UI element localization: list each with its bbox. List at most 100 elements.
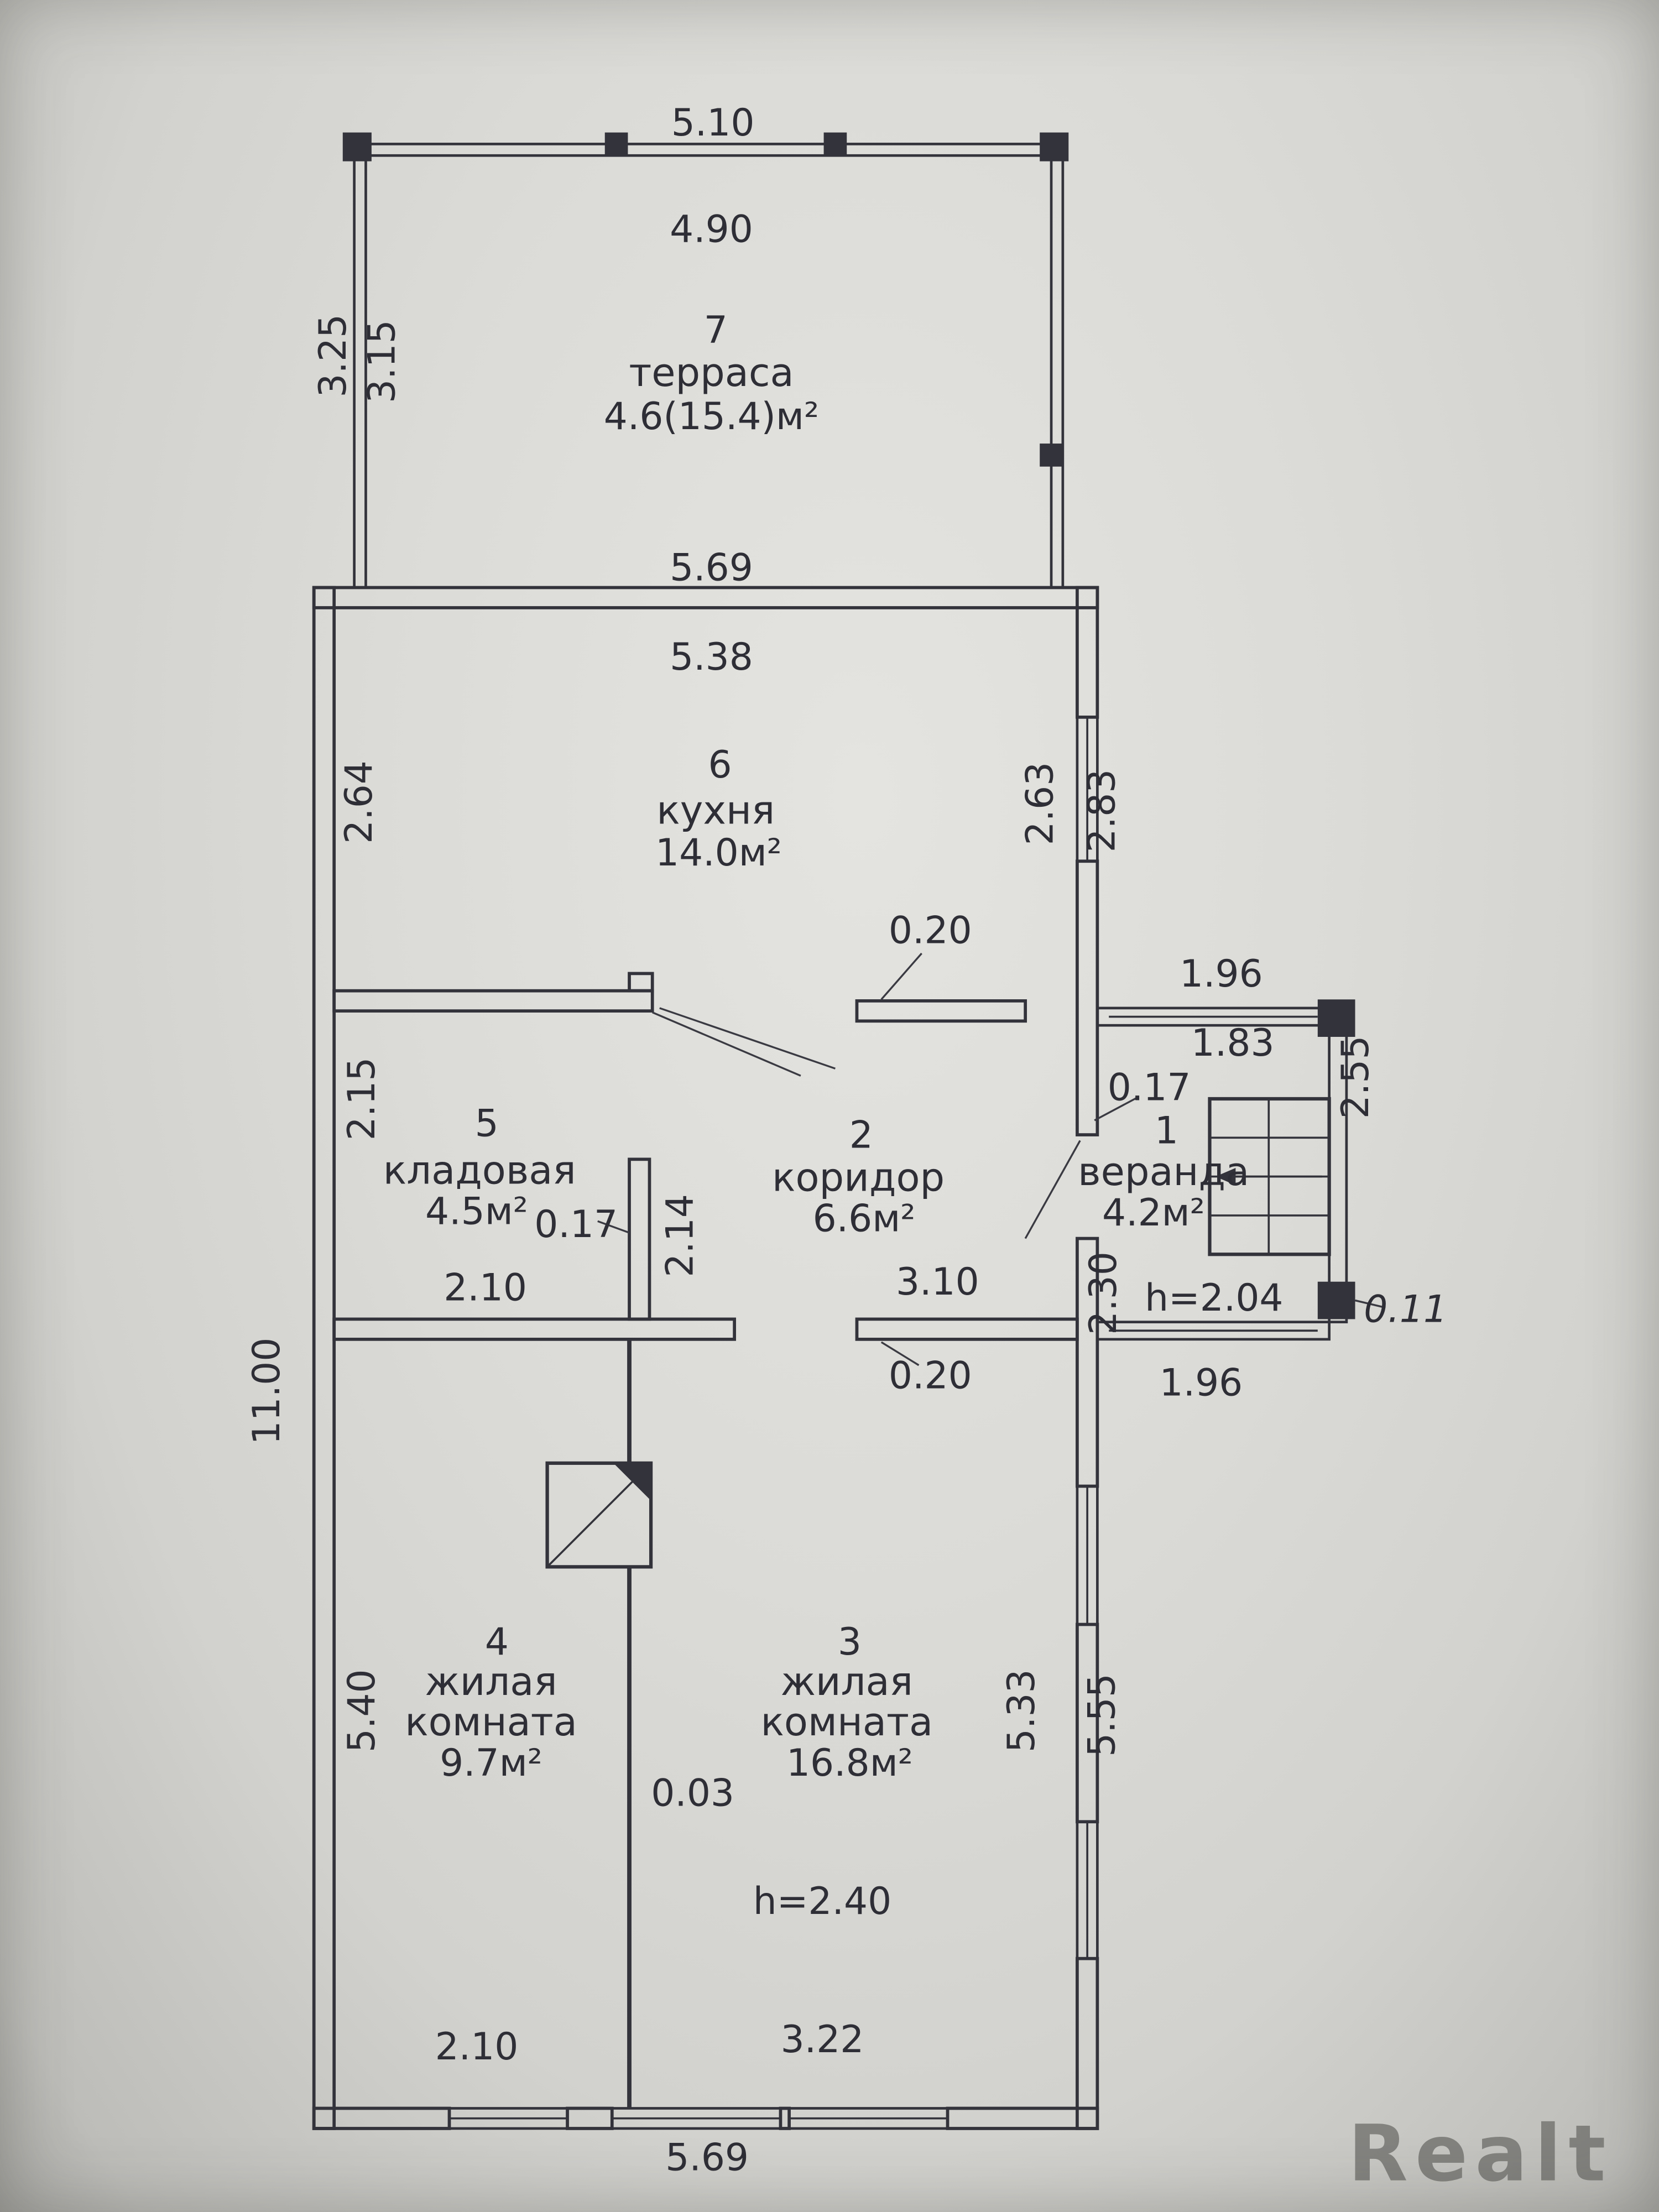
dim-kitchen-wall-thickness: 0.20 <box>889 909 972 952</box>
dimension-labels-vertical: 3.25 3.15 2.64 2.63 2.83 2.55 2.15 2.14 … <box>244 314 1377 1757</box>
terrace-structure <box>342 132 1069 589</box>
veranda-structure <box>1024 999 1355 1341</box>
wall-right-segment <box>1076 1957 1099 2130</box>
room3-number: 3 <box>838 1620 862 1663</box>
terrace-area: 4.6(15.4)м² <box>604 394 819 438</box>
stove-symbol <box>545 1461 653 1569</box>
storage-corridor-wall <box>628 1157 651 1321</box>
wall-left <box>312 586 336 2130</box>
dim-room3-right-outer: 5.55 <box>1080 1673 1124 1757</box>
corridor-name: коридор <box>772 1155 945 1201</box>
veranda-stairs <box>1208 1097 1331 1256</box>
dim-rooms-ceiling-height: h=2.40 <box>753 1879 891 1923</box>
realt-watermark: Realt <box>1348 2109 1613 2199</box>
room4-number: 4 <box>485 1620 509 1663</box>
dim-room4-width-bottom: 2.10 <box>435 2025 519 2068</box>
wall-top <box>312 586 1099 609</box>
veranda-door-leaf <box>1024 1140 1081 1239</box>
room-labels: 7 терраса 4.6(15.4)м² 6 кухня 14.0м² 5 к… <box>383 308 1249 1785</box>
terrace-number: 7 <box>704 308 728 352</box>
storage-number: 5 <box>475 1102 499 1145</box>
dim-kitchen-right-inner: 2.63 <box>1018 762 1062 846</box>
leader-line <box>880 952 922 1000</box>
kitchen-area: 14.0м² <box>655 831 782 874</box>
dim-veranda-width-bottom: 1.96 <box>1160 1360 1243 1404</box>
dim-kitchen-width: 5.38 <box>670 635 753 679</box>
leader-line <box>1355 1299 1386 1309</box>
terrace-post-icon <box>1040 444 1063 467</box>
dim-storage-width-bottom: 2.10 <box>444 1266 527 1310</box>
dim-kitchen-right-outer: 2.83 <box>1080 769 1124 853</box>
dim-house-width-bottom: 5.69 <box>665 2135 749 2179</box>
interior-walls <box>332 972 1079 2109</box>
leader-lines <box>597 952 1386 1366</box>
stairs-arrow-icon <box>1215 1167 1236 1186</box>
dim-room3-right-inner: 5.33 <box>999 1669 1043 1752</box>
dim-house-length-left: 11.00 <box>244 1338 288 1445</box>
veranda-area: 4.2м² <box>1102 1191 1205 1234</box>
room4-area: 9.7м² <box>440 1741 542 1785</box>
storage-name: кладовая <box>383 1148 576 1193</box>
dim-corridor-wall-thickness: 0.20 <box>889 1353 972 1397</box>
terrace-right-wall <box>1050 143 1065 589</box>
terrace-post-icon <box>1040 132 1069 161</box>
dim-room4-left-depth: 5.40 <box>340 1669 383 1752</box>
dim-room3-width-bottom: 3.22 <box>781 2017 864 2061</box>
dim-house-width-top: 5.69 <box>670 545 753 589</box>
terrace-top-wall <box>353 143 1065 157</box>
veranda-post-icon <box>1317 1281 1355 1319</box>
room3-name-line2: комната <box>760 1699 933 1745</box>
corridor-room3-wall <box>855 1317 1079 1341</box>
dim-veranda-ceiling-height: h=2.04 <box>1145 1276 1283 1319</box>
windows <box>448 716 1099 2130</box>
stove-body <box>545 1461 653 1569</box>
storage-area: 4.5м² <box>425 1190 528 1233</box>
wall-bottom-segment <box>946 2106 1099 2130</box>
corridor-number: 2 <box>849 1113 873 1157</box>
wall-bottom-segment <box>566 2106 614 2130</box>
dim-terrace-width-inner: 4.90 <box>670 207 753 251</box>
leader-line <box>1094 1096 1139 1121</box>
dimension-labels: 5.10 4.90 5.69 5.38 0.20 1.96 1.83 0.17 … <box>435 101 1447 2179</box>
storage-room4-wall <box>332 1317 736 1341</box>
veranda-post-icon <box>1317 999 1355 1037</box>
dim-veranda-step: 0.11 <box>1364 1287 1447 1331</box>
dim-terrace-depth-outer: 3.25 <box>311 314 354 398</box>
terrace-name: терраса <box>629 350 794 395</box>
corridor-area: 6.6м² <box>813 1197 916 1240</box>
dim-kitchen-left: 2.64 <box>337 760 380 844</box>
dim-storage-wall-thickness: 0.17 <box>534 1202 618 1246</box>
kitchen-name: кухня <box>656 788 775 833</box>
dim-terrace-width-outer: 5.10 <box>671 101 755 144</box>
dim-corridor-width-bottom: 3.10 <box>896 1260 979 1303</box>
kitchen-corridor-wall <box>855 999 1027 1023</box>
wall-right-segment <box>1076 859 1099 1136</box>
terrace-post-icon <box>342 132 372 161</box>
dim-veranda-wall-thickness: 0.17 <box>1108 1066 1191 1109</box>
veranda-number: 1 <box>1155 1109 1178 1152</box>
dim-storage-left-depth: 2.15 <box>340 1057 383 1141</box>
leader-line <box>659 1007 836 1070</box>
dim-corridor-wall-right: 2.14 <box>658 1194 702 1277</box>
kitchen-storage-wall <box>332 989 654 1013</box>
dim-partition-thickness: 0.03 <box>651 1771 734 1815</box>
veranda-bottom-wall <box>1096 1321 1331 1341</box>
kitchen-number: 6 <box>708 743 732 786</box>
terrace-post-icon <box>823 132 847 156</box>
terrace-post-icon <box>604 132 628 156</box>
dim-veranda-left-lower: 2.30 <box>1081 1251 1125 1335</box>
room4-name-line2: комната <box>405 1699 577 1745</box>
veranda-name: веранда <box>1078 1149 1249 1194</box>
dim-terrace-depth-inner: 3.15 <box>360 320 404 403</box>
dim-veranda-right-depth: 2.55 <box>1333 1036 1377 1119</box>
room3-name-line1: жилая <box>781 1659 913 1704</box>
leader-line <box>652 1011 801 1077</box>
room3-area: 16.8м² <box>786 1741 913 1785</box>
leader-line <box>880 1341 920 1366</box>
dim-veranda-top-outer: 1.96 <box>1180 952 1263 995</box>
room4-name-line1: жилая <box>425 1659 557 1704</box>
leader-line <box>597 1220 630 1234</box>
dim-veranda-top-inner: 1.83 <box>1191 1021 1275 1065</box>
